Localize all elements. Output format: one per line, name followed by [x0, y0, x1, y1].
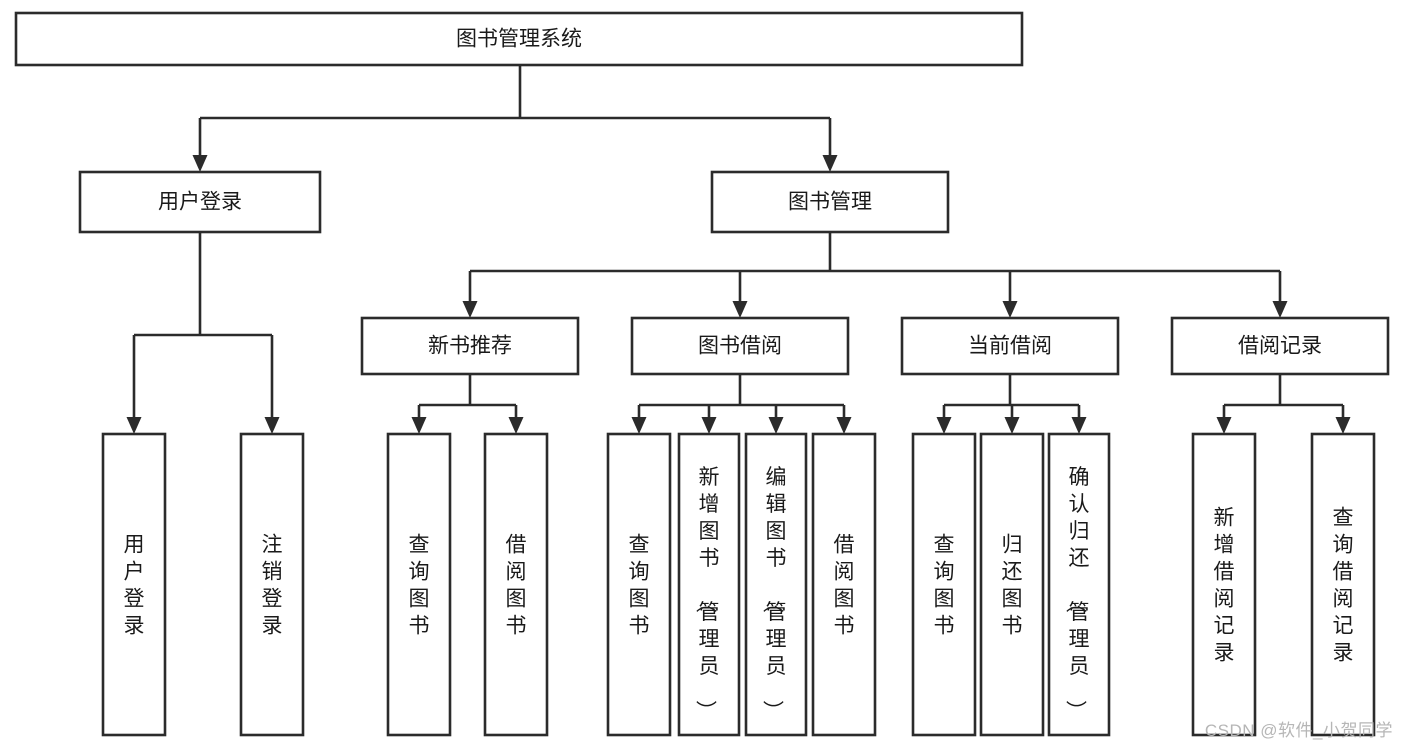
connector-conn-book-borrow — [631, 374, 852, 434]
arrow-head-icon — [264, 417, 280, 434]
arrow-head-icon — [411, 417, 427, 434]
arrow-head-icon — [1002, 301, 1018, 318]
node-label-leaf-edit-book-admin: 编辑图书（管理员） — [761, 466, 787, 721]
node-label-root: 图书管理系统 — [456, 28, 582, 51]
node-label-user-login: 用户登录 — [158, 191, 242, 214]
node-box-leaf-borrow-book-2[interactable] — [811, 432, 877, 737]
node-label-leaf-add-book-admin: 新增图书（管理员） — [694, 466, 720, 721]
node-box-leaf-borrow-book-1[interactable] — [483, 432, 549, 737]
arrow-head-icon — [701, 417, 717, 434]
connector-conn-current-borrow — [936, 374, 1087, 434]
node-current-borrow[interactable]: 当前借阅 — [900, 316, 1120, 376]
connector-conn-borrow-record — [1216, 374, 1351, 434]
arrow-head-icon — [192, 155, 208, 172]
node-box-root[interactable] — [14, 11, 1024, 67]
node-label-leaf-query-borrow-record: 查询借阅记录 — [1333, 507, 1354, 665]
node-leaf-user-login[interactable]: 用户登录 — [101, 432, 167, 737]
arrow-head-icon — [508, 417, 524, 434]
node-label-leaf-logout-login: 注销登录 — [262, 534, 283, 638]
node-box-leaf-edit-book-admin[interactable] — [744, 432, 808, 737]
node-box-current-borrow[interactable] — [900, 316, 1120, 376]
node-label-leaf-borrow-book-2: 借阅图书 — [834, 534, 855, 638]
node-box-leaf-add-book-admin[interactable] — [677, 432, 741, 737]
node-label-leaf-query-book-2: 查询图书 — [629, 534, 650, 638]
node-box-leaf-query-book-3[interactable] — [911, 432, 977, 737]
node-leaf-return-book[interactable]: 归还图书 — [979, 432, 1045, 737]
node-label-current-borrow: 当前借阅 — [968, 335, 1052, 358]
arrow-head-icon — [822, 155, 838, 172]
node-leaf-logout-login[interactable]: 注销登录 — [239, 432, 305, 737]
node-box-leaf-user-login[interactable] — [101, 432, 167, 737]
node-box-leaf-query-book-1[interactable] — [386, 432, 452, 737]
node-layer: 图书管理系统用户登录图书管理新书推荐图书借阅当前借阅借阅记录用户登录注销登录查询… — [14, 11, 1390, 737]
node-label-leaf-return-book: 归还图书 — [1002, 534, 1023, 638]
connector-conn-user-login — [126, 232, 280, 434]
node-leaf-borrow-book-2[interactable]: 借阅图书 — [811, 432, 877, 737]
node-label-book-manage: 图书管理 — [788, 191, 872, 214]
node-label-leaf-confirm-return-admin: 确认归还（管理员） — [1064, 466, 1090, 721]
node-user-login[interactable]: 用户登录 — [78, 170, 322, 234]
node-book-manage[interactable]: 图书管理 — [710, 170, 950, 234]
node-leaf-query-book-2[interactable]: 查询图书 — [606, 432, 672, 737]
node-box-new-book-recommend[interactable] — [360, 316, 580, 376]
node-box-book-manage[interactable] — [710, 170, 950, 234]
arrow-head-icon — [1216, 417, 1232, 434]
node-label-leaf-borrow-book-1: 借阅图书 — [506, 534, 527, 638]
node-leaf-query-borrow-record[interactable]: 查询借阅记录 — [1310, 432, 1376, 737]
arrow-head-icon — [936, 417, 952, 434]
node-label-leaf-query-book-1: 查询图书 — [409, 534, 430, 638]
connector-conn-new-book — [411, 374, 524, 434]
arrow-head-icon — [1272, 301, 1288, 318]
arrow-head-icon — [836, 417, 852, 434]
node-label-leaf-add-borrow-record: 新增借阅记录 — [1214, 507, 1235, 665]
node-box-leaf-confirm-return-admin[interactable] — [1047, 432, 1111, 737]
arrow-head-icon — [462, 301, 478, 318]
node-box-borrow-record[interactable] — [1170, 316, 1390, 376]
arrow-head-icon — [768, 417, 784, 434]
node-leaf-edit-book-admin[interactable]: 编辑图书（管理员） — [744, 432, 808, 737]
node-box-leaf-query-borrow-record[interactable] — [1310, 432, 1376, 737]
arrow-head-icon — [631, 417, 647, 434]
node-leaf-query-book-3[interactable]: 查询图书 — [911, 432, 977, 737]
node-leaf-borrow-book-1[interactable]: 借阅图书 — [483, 432, 549, 737]
connector-conn-book-manage — [462, 232, 1288, 318]
arrow-head-icon — [732, 301, 748, 318]
node-box-user-login[interactable] — [78, 170, 322, 234]
node-label-leaf-user-login: 用户登录 — [124, 534, 145, 638]
node-label-leaf-query-book-3: 查询图书 — [934, 534, 955, 638]
node-label-borrow-record: 借阅记录 — [1238, 335, 1322, 358]
node-leaf-confirm-return-admin[interactable]: 确认归还（管理员） — [1047, 432, 1111, 737]
node-leaf-add-book-admin[interactable]: 新增图书（管理员） — [677, 432, 741, 737]
arrow-head-icon — [126, 417, 142, 434]
node-leaf-add-borrow-record[interactable]: 新增借阅记录 — [1191, 432, 1257, 737]
node-box-leaf-logout-login[interactable] — [239, 432, 305, 737]
node-root[interactable]: 图书管理系统 — [14, 11, 1024, 67]
node-label-new-book-recommend: 新书推荐 — [428, 335, 512, 358]
node-box-leaf-query-book-2[interactable] — [606, 432, 672, 737]
node-leaf-query-book-1[interactable]: 查询图书 — [386, 432, 452, 737]
arrow-head-icon — [1071, 417, 1087, 434]
node-new-book-recommend[interactable]: 新书推荐 — [360, 316, 580, 376]
connector-conn-root — [192, 65, 838, 172]
node-box-leaf-return-book[interactable] — [979, 432, 1045, 737]
node-borrow-record[interactable]: 借阅记录 — [1170, 316, 1390, 376]
arrow-head-icon — [1335, 417, 1351, 434]
node-box-leaf-add-borrow-record[interactable] — [1191, 432, 1257, 737]
node-label-book-borrow: 图书借阅 — [698, 335, 782, 358]
node-box-book-borrow[interactable] — [630, 316, 850, 376]
connector-layer — [126, 65, 1351, 434]
arrow-head-icon — [1004, 417, 1020, 434]
node-book-borrow[interactable]: 图书借阅 — [630, 316, 850, 376]
